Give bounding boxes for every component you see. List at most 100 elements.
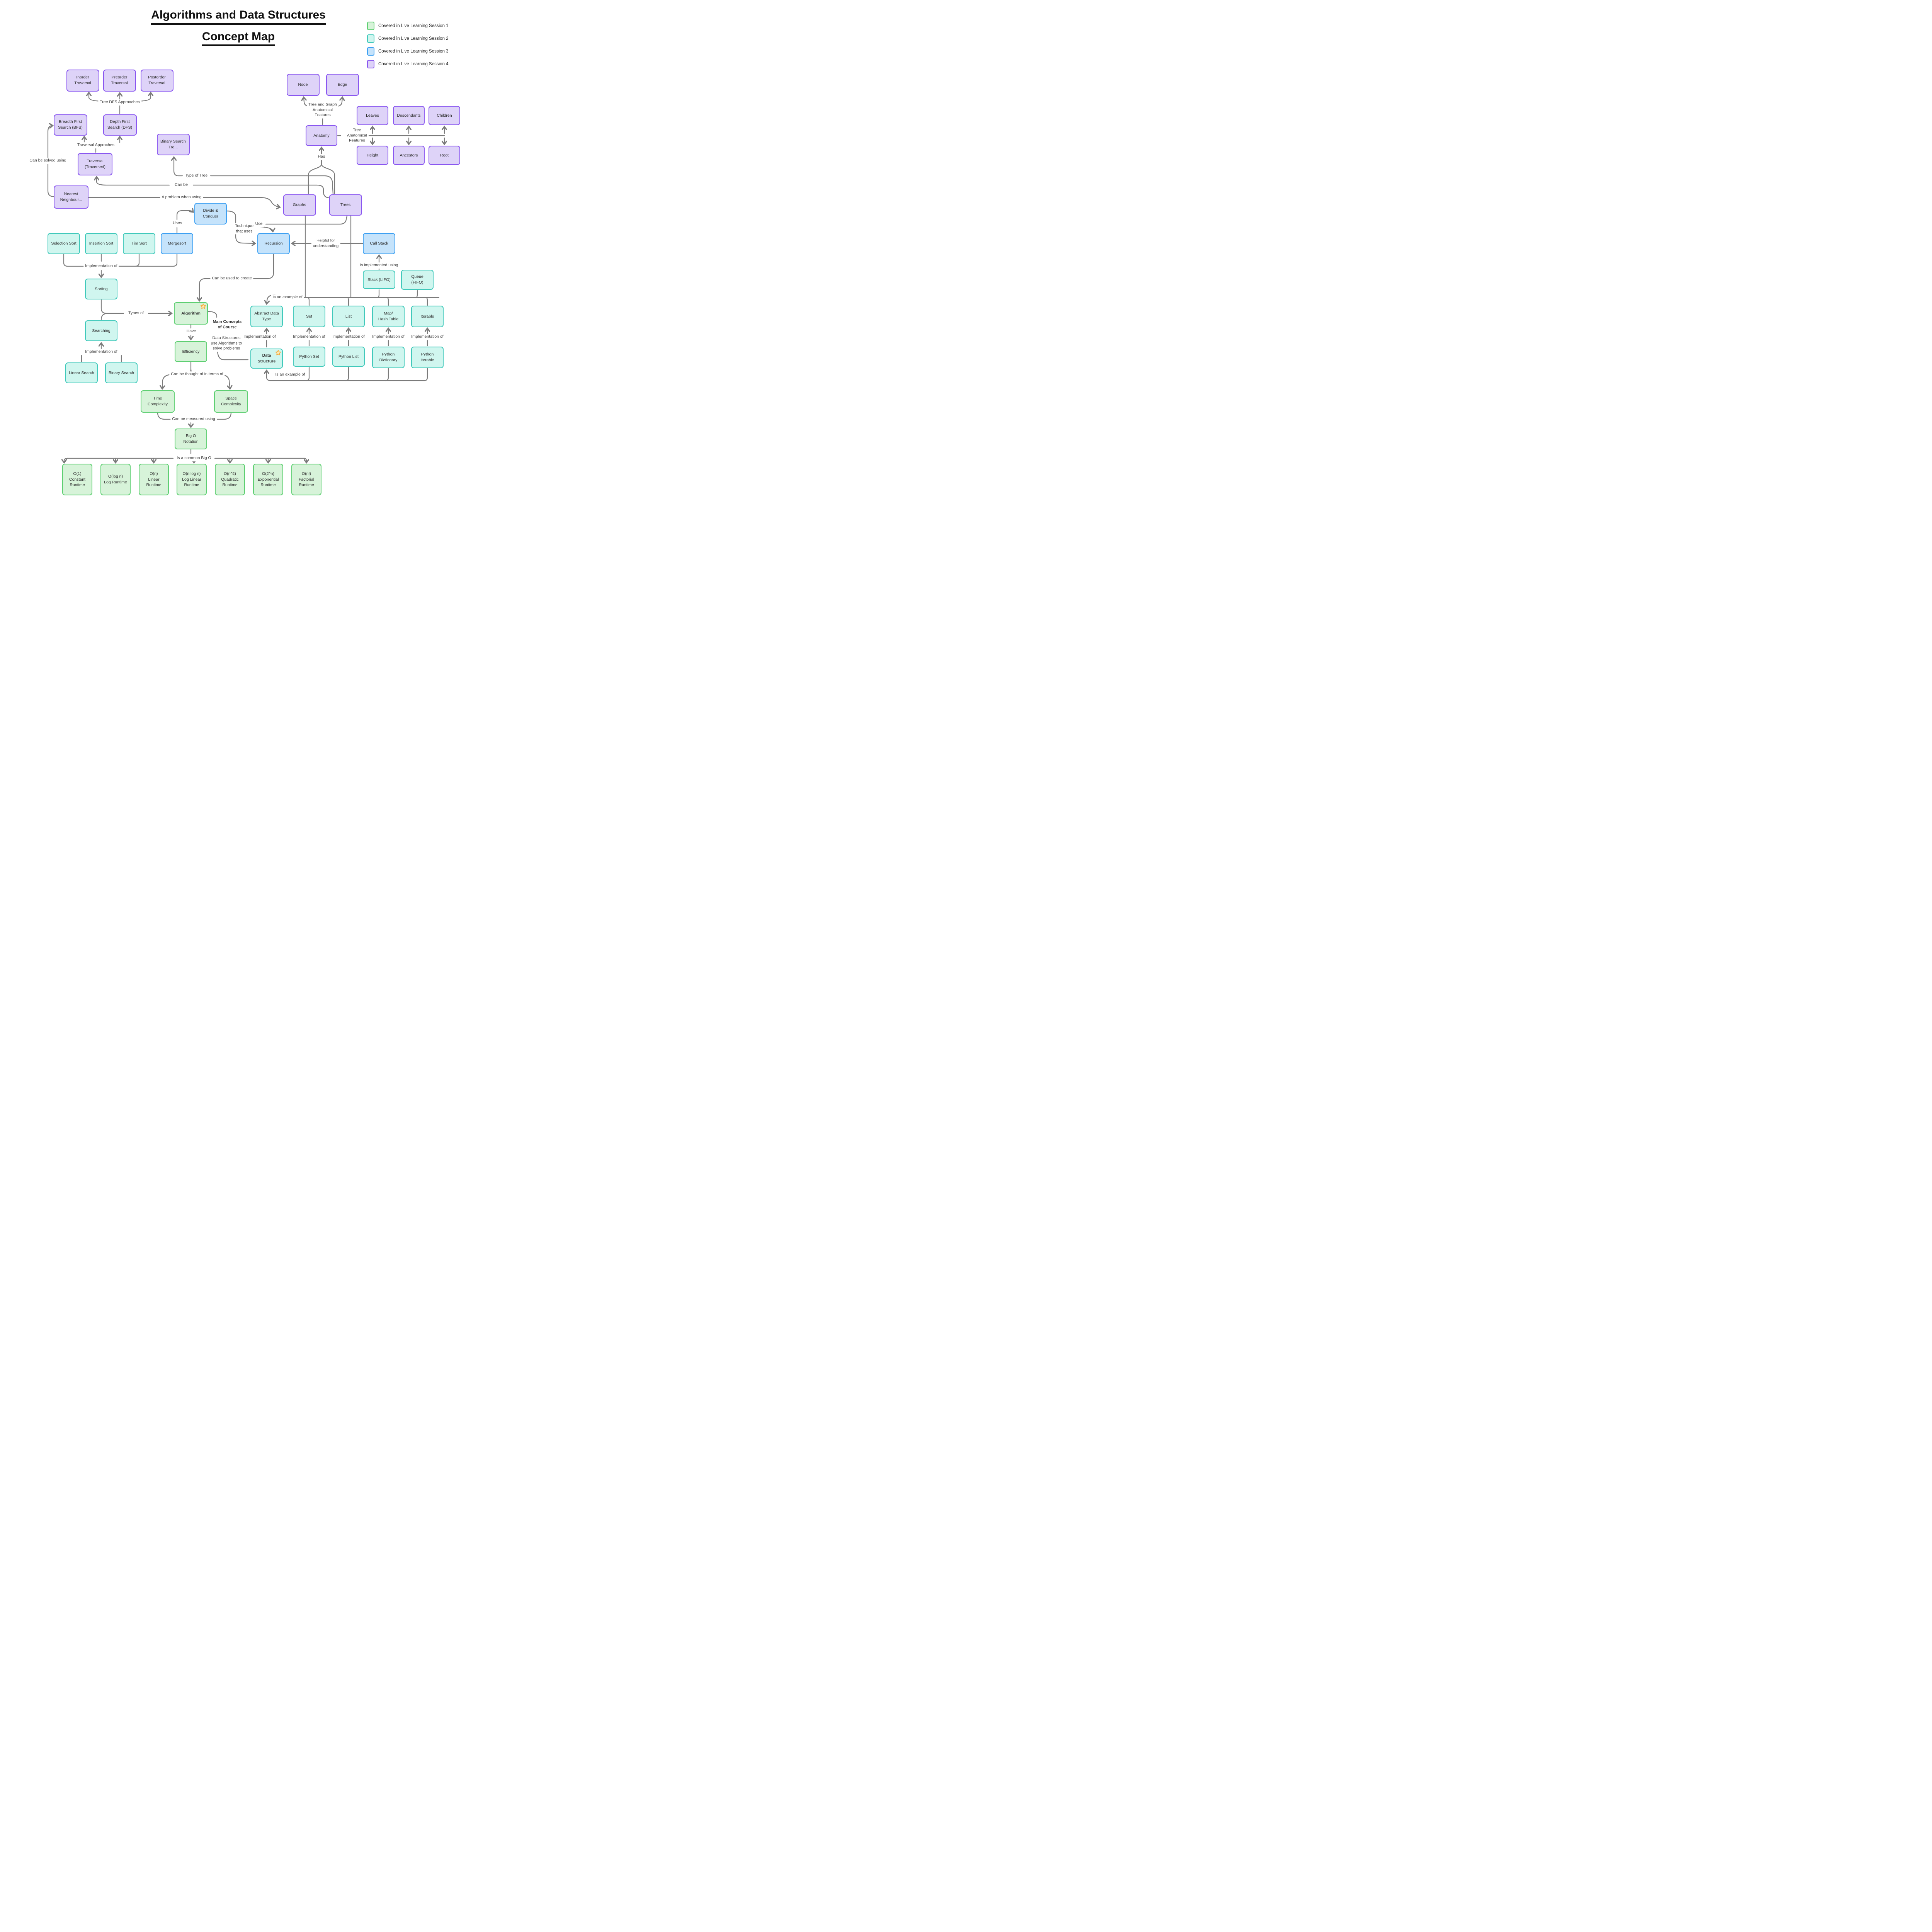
node-binary: Binary Search: [105, 362, 138, 383]
connector-paths: [47, 93, 444, 462]
legend: Covered in Live Learning Session 1 Covere…: [367, 22, 449, 73]
edge-label-main_concepts: Main Concepts of Course: [211, 319, 243, 330]
connectors-layer: [47, 0, 493, 519]
node-mergesort: Mergesort: [161, 233, 193, 254]
legend-swatch-session-4: [367, 60, 374, 68]
edge-label-can_be: Can be: [173, 182, 189, 188]
title-line-2: Concept Map: [202, 30, 275, 46]
node-onlogn: O(n log n) Log Linear Runtime: [177, 464, 207, 495]
node-insertion: Insertion Sort: [85, 233, 117, 254]
legend-item-session-4: Covered in Live Learning Session 4: [367, 60, 449, 68]
node-divide: Divide & Conquer: [194, 203, 227, 224]
node-datastructure: Data Structure: [250, 349, 283, 369]
edge-label-impl_adt: Implementation of: [242, 334, 277, 340]
node-anatomy: Anatomy: [306, 125, 337, 146]
edge-label-can_thought: Can be thought of in terms of: [169, 371, 225, 378]
node-graphs: Graphs: [283, 194, 316, 216]
node-descendants: Descendants: [393, 106, 425, 125]
edge-label-impl_sorts: Implementation of: [83, 263, 119, 269]
edge-label-helpful: Helpful for understanding: [311, 238, 340, 249]
node-algorithm: Algorithm: [174, 302, 208, 325]
node-trees: Trees: [329, 194, 362, 216]
node-olog: O(log n) Log Runtime: [100, 464, 131, 495]
title-line-1: Algorithms and Data Structures: [151, 9, 326, 25]
edge-label-tree_dfs: Tree DFS Approaches: [98, 99, 141, 105]
node-stacklifo: Stack (LIFO): [363, 270, 395, 289]
legend-item-session-1: Covered in Live Learning Session 1: [367, 22, 449, 30]
concept-map-canvas: Algorithms and Data Structures Concept M…: [0, 0, 493, 519]
legend-item-session-2: Covered in Live Learning Session 2: [367, 34, 449, 43]
edge-label-example_low: Is an example of: [274, 372, 307, 378]
edge-label-uses: Uses: [171, 220, 184, 226]
node-recursion: Recursion: [257, 233, 290, 254]
edge-label-can_solved: Can be solved using: [28, 158, 68, 164]
node-children: Children: [429, 106, 460, 125]
edge-label-impl_list: Implementation of: [331, 334, 366, 340]
node-list: List: [332, 306, 365, 327]
node-bigo: Big O Notation: [175, 429, 207, 449]
edge-label-impl_search: Implementation of: [83, 349, 119, 355]
node-bst: Binary Search Tre...: [156, 134, 190, 155]
edge-label-type_tree: Type of Tree: [183, 173, 209, 179]
edge-label-can_create: Can be used to create: [210, 276, 253, 282]
edge-label-example_up: Is an example of: [271, 294, 304, 301]
node-callstack: Call Stack: [363, 233, 395, 254]
node-pyiter: Python Iterable: [411, 347, 444, 368]
edge-label-impl_cs: is implemented using: [358, 262, 400, 269]
node-leaves: Leaves: [357, 106, 388, 125]
node-selection: Selection Sort: [48, 233, 80, 254]
legend-label: Covered in Live Learning Session 2: [378, 36, 449, 41]
edge-label-common_bigo: Is a common Big O: [175, 455, 213, 461]
edge-label-impl_iter: Implementation of: [410, 334, 445, 340]
node-inorder: Inorder Traversal: [66, 69, 99, 92]
edge-label-problem: A problem when using: [160, 194, 203, 201]
node-nearest: Nearest Neighbour...: [54, 185, 88, 209]
node-postorder: Postorder Traversal: [140, 69, 173, 92]
legend-swatch-session-1: [367, 22, 374, 30]
edge-label-has: Has: [316, 154, 327, 160]
edge-label-trav_app: Traversal Approches: [76, 142, 116, 148]
node-space: Space Complexity: [214, 390, 248, 413]
legend-label: Covered in Live Learning Session 4: [378, 62, 449, 66]
node-queuefifo: Queue (FIFO): [401, 270, 434, 290]
node-sorting: Sorting: [85, 279, 117, 299]
edge-label-have: Have: [185, 328, 198, 335]
legend-swatch-session-2: [367, 34, 374, 43]
node-pydict: Python Dictionary: [372, 347, 405, 368]
legend-label: Covered in Live Learning Session 3: [378, 49, 449, 54]
node-o1: O(1) Constant Runtime: [62, 464, 92, 495]
legend-item-session-3: Covered in Live Learning Session 3: [367, 47, 449, 56]
node-pylist: Python List: [332, 347, 365, 367]
node-root: Root: [429, 146, 460, 165]
node-time: Time Complexity: [141, 390, 175, 413]
node-preorder: Preorder Traversal: [103, 69, 136, 92]
node-efficiency: Efficiency: [175, 341, 207, 362]
node-timsort: Tim Sort: [123, 233, 155, 254]
node-ancestors: Ancestors: [393, 146, 425, 165]
node-node: Node: [286, 73, 320, 96]
edge-label-t_anat: Tree Anatomical Features: [345, 127, 369, 144]
node-set: Set: [293, 306, 325, 327]
node-linear: Linear Search: [65, 362, 98, 383]
node-bfs: Breadth First Search (BFS): [53, 114, 87, 136]
node-edge: Edge: [326, 73, 359, 96]
star-icon: [275, 350, 281, 355]
legend-swatch-session-3: [367, 47, 374, 56]
node-o2n: O(2^n) Exponential Runtime: [253, 464, 283, 495]
star-icon: [200, 303, 206, 309]
edge-label-technique: Technique that uses: [233, 223, 255, 235]
page-title: Algorithms and Data Structures Concept M…: [136, 9, 341, 46]
node-adt: Abstract Data Type: [250, 306, 283, 327]
node-traversal: Traversal (Traversed): [78, 153, 112, 175]
node-ofact: O(n!) Factorial Runtime: [291, 464, 321, 495]
node-iterable: Iterable: [411, 306, 444, 327]
node-on2: O(n^2) Quadratic Runtime: [215, 464, 245, 495]
legend-label: Covered in Live Learning Session 1: [378, 24, 449, 28]
edge-label-can_measured: Can be measured using: [170, 416, 217, 422]
node-dfs: Depth First Search (DFS): [103, 114, 137, 136]
edge-label-course_note: Data Structures use Algorithms to solve …: [209, 335, 244, 352]
node-pyset: Python Set: [293, 347, 325, 367]
node-map: Map/ Hash Table: [372, 306, 405, 327]
edge-label-types_of: Types of: [127, 310, 145, 316]
edge-label-use: Use: [253, 221, 264, 227]
